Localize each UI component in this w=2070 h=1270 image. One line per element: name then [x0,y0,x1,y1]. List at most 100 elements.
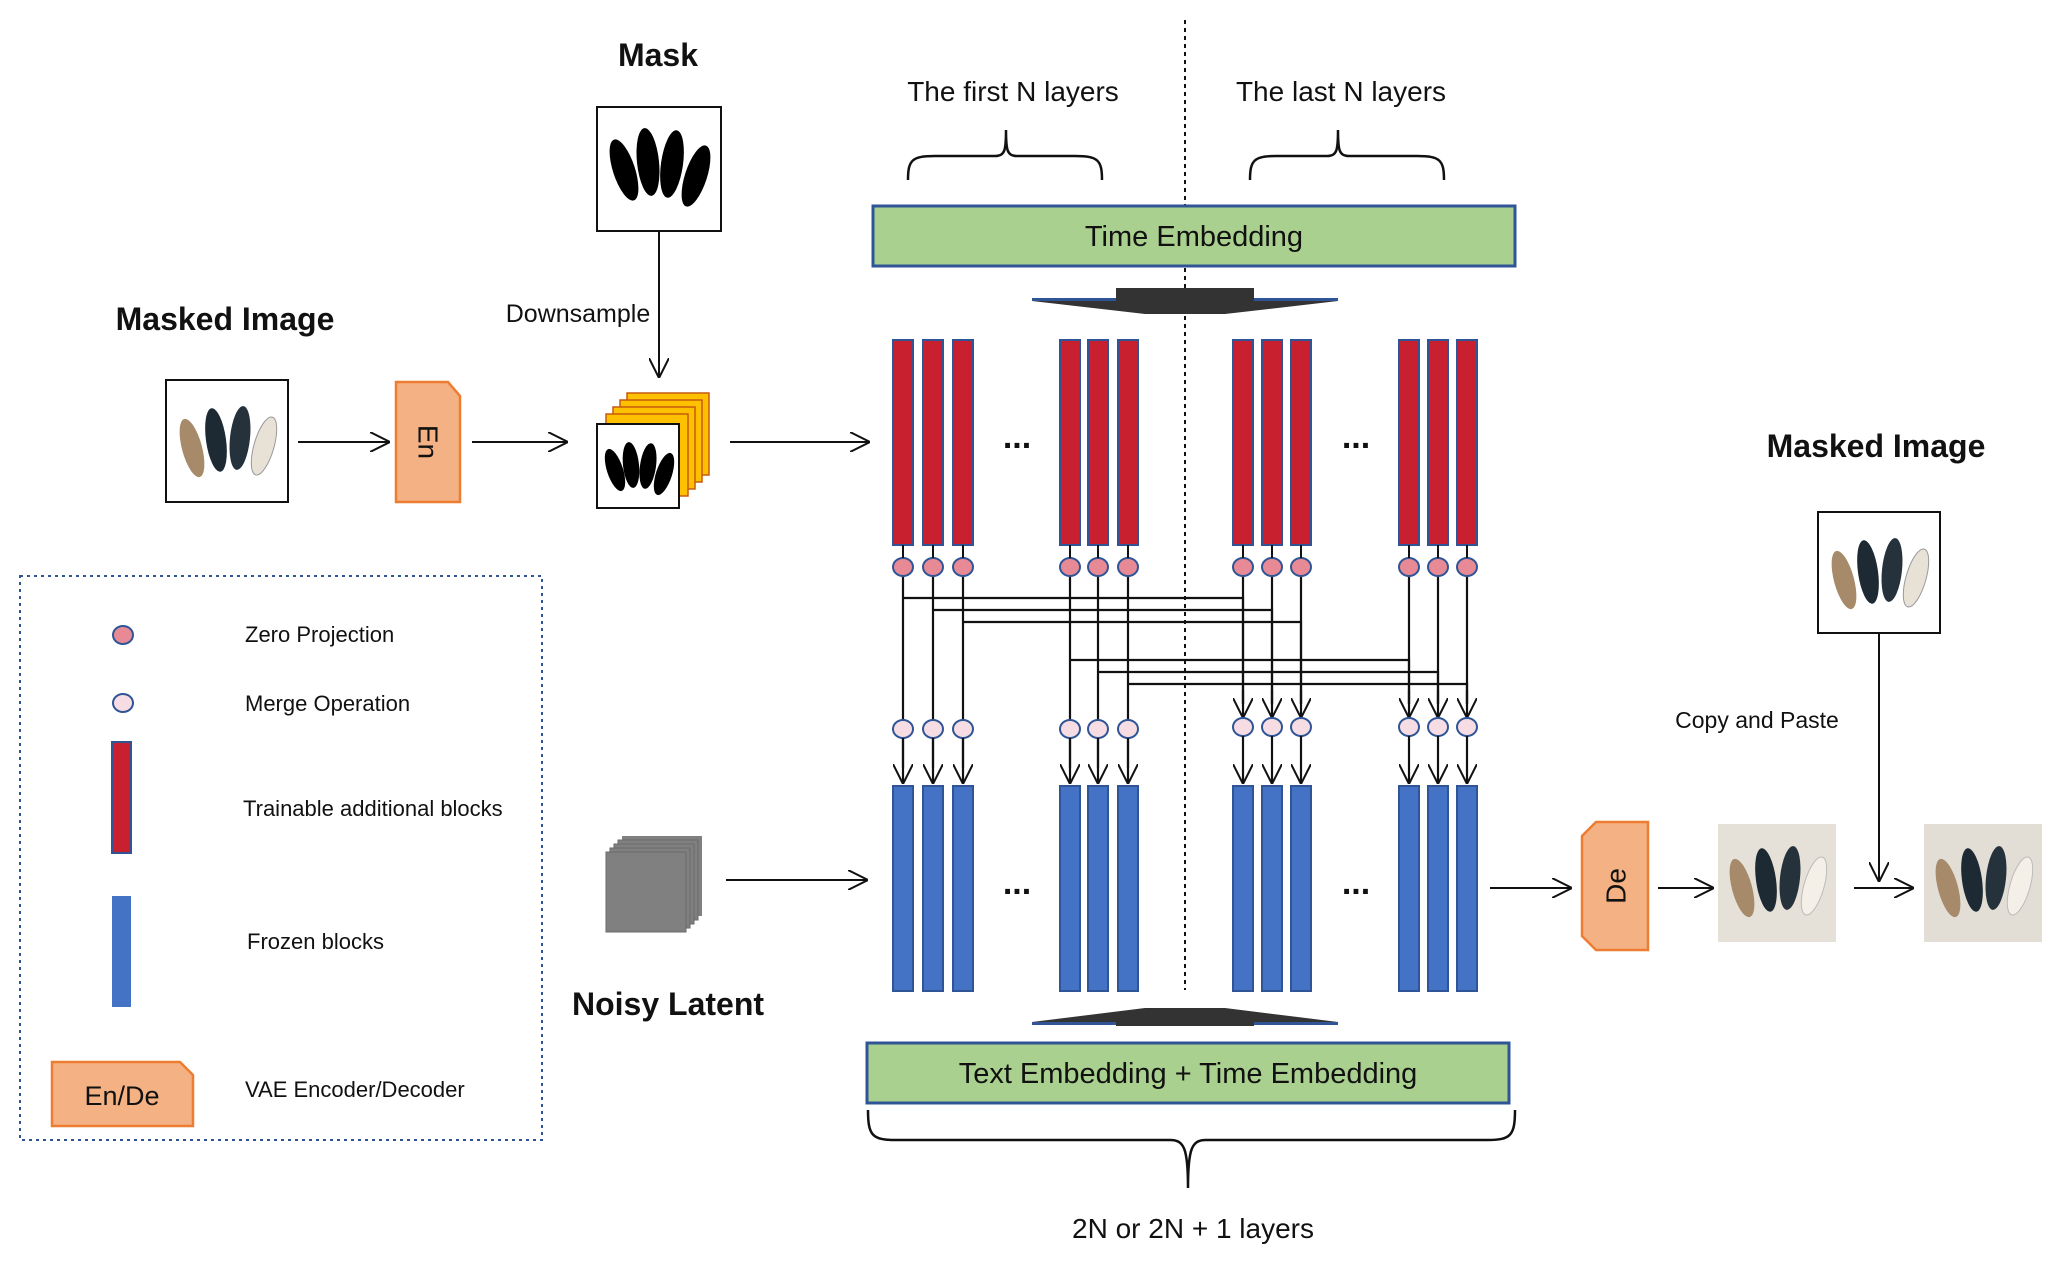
ellipsis-trainable-last: ... [1342,418,1370,456]
trainable-block [1261,339,1283,546]
text-time-up-arrow [1032,1008,1338,1026]
time-embedding-label: Time Embedding [1085,221,1303,253]
merge-node [1059,719,1081,739]
zero-projection-nodes [892,557,1478,577]
frozen-block [1290,785,1312,992]
zero-projection-node [892,557,914,577]
merge-operation-nodes [892,717,1478,739]
noisy-latent-stack [605,836,702,933]
merge-input-arrows [1243,690,1467,716]
zero-projection-node [1232,557,1254,577]
legend-trainable-blocks: Trainable additional blocks [243,796,503,821]
total-layers-label: 2N or 2N + 1 layers [1072,1213,1314,1244]
trainable-block [1117,339,1139,546]
trainable-block [922,339,944,546]
total-layers-brace [866,1109,1517,1189]
ellipsis-frozen-first: ... [1003,864,1031,902]
trainable-block [1456,339,1478,546]
legend-border [19,575,543,1141]
legend-frozen-blocks: Frozen blocks [247,929,384,954]
merge-node [922,719,944,739]
merge-operation-icon [112,693,134,713]
zero-projection-node [952,557,974,577]
masked-image-thumbnail-right [1817,511,1941,634]
text-time-embedding-box: Text Embedding + Time Embedding [865,1041,1511,1105]
zero-projection-node [1059,557,1081,577]
frozen-block [892,785,914,992]
zero-projection-icon [112,625,134,645]
merge-to-frozen-arrows [903,736,1467,782]
last-n-brace [1248,129,1446,181]
first-n-brace [906,129,1104,181]
first-n-layers-label: The first N layers [907,76,1119,107]
merge-node [1232,717,1254,737]
decoded-image [1718,824,1836,942]
merge-node [1087,719,1109,739]
ellipsis-trainable-first: ... [1003,418,1031,456]
encoder-label: En [413,425,444,459]
zero-projection-node [922,557,944,577]
frozen-block [1398,785,1420,992]
zero-projection-node [1290,557,1312,577]
frozen-block [1232,785,1254,992]
legend-vae: VAE Encoder/Decoder [245,1077,465,1102]
merge-node [892,719,914,739]
legend: Zero Projection Merge Operation Trainabl… [19,575,543,1141]
trainable-blocks [892,339,1478,546]
trainable-block-icon [111,741,132,854]
vae-decoder: De [1580,820,1650,952]
frozen-block [1117,785,1139,992]
frozen-block [952,785,974,992]
merge-node [1290,717,1312,737]
shoes-image-icon [179,406,278,478]
frozen-block [1261,785,1283,992]
downsampled-mask-stack [596,392,710,509]
time-embedding-down-arrow [1032,288,1338,314]
frozen-block [922,785,944,992]
mask-shoes-icon [609,128,711,207]
zero-projection-node [1398,557,1420,577]
last-n-layers-label: The last N layers [1236,76,1446,107]
frozen-block [1427,785,1449,992]
zero-projection-node [1261,557,1283,577]
copy-and-paste-label: Copy and Paste [1675,707,1839,733]
zero-projection-node [1456,557,1478,577]
mask-title: Mask [618,37,698,73]
merge-node [1398,717,1420,737]
decoder-label: De [1601,868,1632,904]
downsample-label: Downsample [506,300,651,328]
frozen-block [1456,785,1478,992]
mask-image [596,106,722,232]
frozen-block-icon [112,896,131,1007]
trainable-block [1087,339,1109,546]
merge-node [1261,717,1283,737]
trainable-block [952,339,974,546]
ellipsis-frozen-last: ... [1342,864,1370,902]
trainable-block [892,339,914,546]
frozen-block [1087,785,1109,992]
decoded-shoes-icon [1729,846,1828,918]
text-time-embedding-label: Text Embedding + Time Embedding [959,1058,1418,1090]
masked-image-title-left: Masked Image [116,301,335,337]
trainable-block [1398,339,1420,546]
mask-shoes-small-icon [604,442,675,496]
trainable-block [1232,339,1254,546]
shoes-image-right-icon [1831,538,1930,610]
vae-encoder: En [394,380,462,504]
frozen-blocks [892,785,1478,992]
masked-image-thumbnail-left [165,379,289,503]
final-image [1924,824,2042,942]
vae-icon [50,1060,195,1128]
trainable-block [1059,339,1081,546]
merge-node [1427,717,1449,737]
zero-projection-node [1427,557,1449,577]
frozen-block [1059,785,1081,992]
trainable-block [1427,339,1449,546]
block-to-node-links [902,545,1468,558]
legend-zero-projection: Zero Projection [245,622,394,647]
final-shoes-icon [1935,846,2034,918]
vae-icon-label: En/De [84,1081,159,1111]
merge-node [1456,717,1478,737]
legend-merge-operation: Merge Operation [245,691,410,716]
